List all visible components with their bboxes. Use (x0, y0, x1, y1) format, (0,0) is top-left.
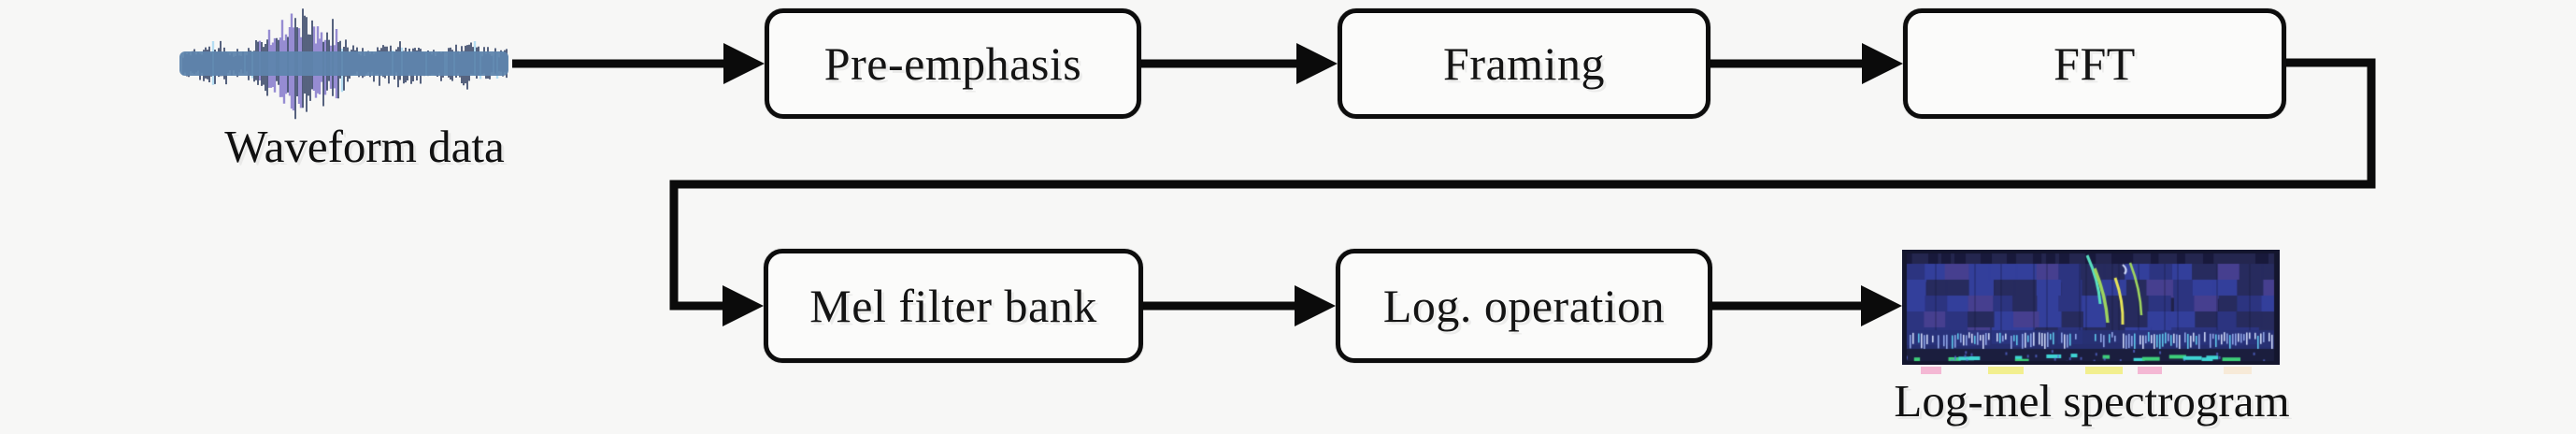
spectrogram-image (1902, 250, 2280, 365)
node-mel-filter-bank-label: Mel filter bank (809, 280, 1097, 332)
waveform-image (178, 2, 512, 125)
node-framing: Framing (1338, 8, 1710, 119)
connector-fft-to-mel-filter-bank (669, 58, 2376, 311)
node-fft: FFT (1903, 8, 2286, 119)
spectrogram-caption: Log-mel spectrogram (1894, 375, 2290, 427)
node-mel-filter-bank: Mel filter bank (764, 249, 1143, 363)
node-pre-emphasis-label: Pre-emphasis (823, 37, 1082, 90)
node-framing-label: Framing (1443, 37, 1605, 90)
node-log-operation-label: Log. operation (1382, 280, 1666, 332)
node-pre-emphasis: Pre-emphasis (765, 8, 1141, 119)
node-log-operation: Log. operation (1336, 249, 1712, 363)
spectrogram-bottom-dashes (1921, 367, 2252, 374)
arrow-heads (723, 43, 1903, 326)
waveform-caption: Waveform data (224, 121, 505, 172)
node-fft-label: FFT (2054, 37, 2136, 90)
